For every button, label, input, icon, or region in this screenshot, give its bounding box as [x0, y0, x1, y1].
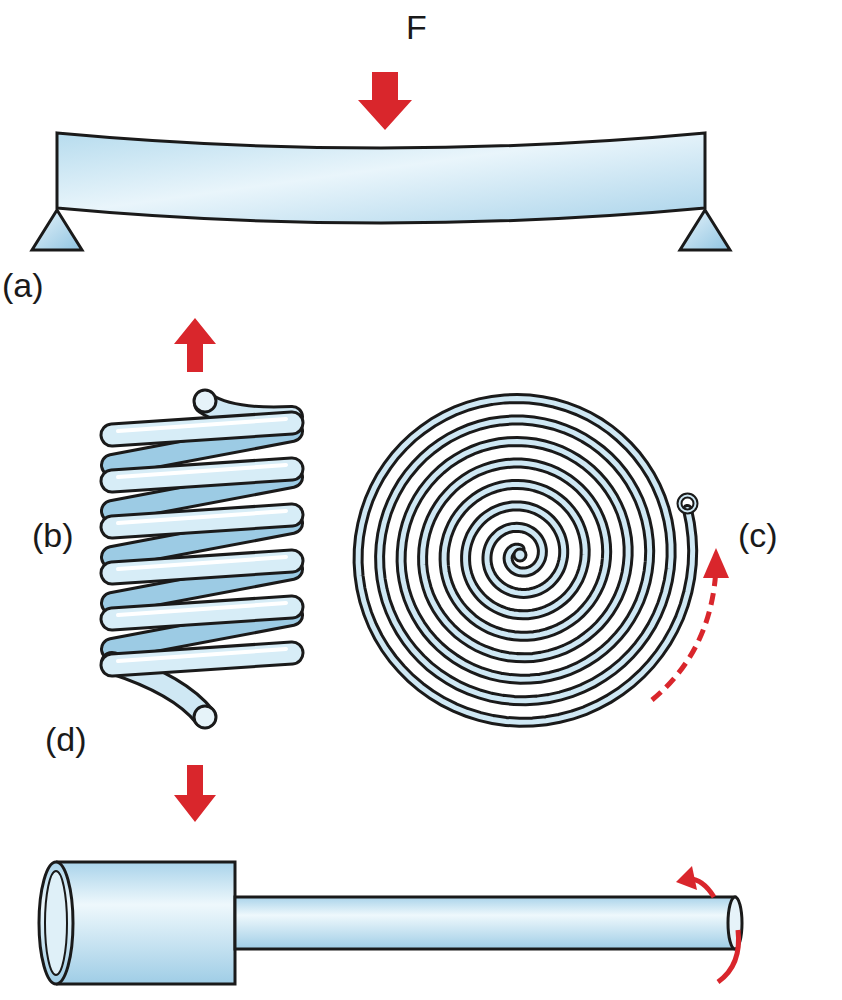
- spiral-hub: [514, 549, 526, 561]
- coil-shine: [118, 419, 286, 431]
- force-label: F: [406, 10, 427, 44]
- coil-shine: [118, 603, 286, 615]
- torsion-bar: [39, 862, 742, 984]
- spiral-spring: [358, 399, 695, 723]
- coil-shine: [118, 649, 286, 661]
- wire-end: [194, 390, 216, 412]
- helical-spring: [112, 390, 292, 728]
- spiral-end-loop: [680, 496, 696, 512]
- coil-shine: [118, 511, 286, 523]
- spiral-end-loop: [680, 496, 696, 512]
- part-label: (c): [738, 518, 778, 552]
- part-label: (a): [2, 268, 44, 302]
- part-label: (d): [45, 722, 87, 756]
- spiral-wire: [358, 399, 693, 723]
- wire-end: [194, 706, 216, 728]
- part-label: (b): [32, 518, 74, 552]
- beam: [32, 72, 730, 250]
- rotation-arrow: [652, 568, 716, 700]
- force-arrows: [174, 318, 216, 822]
- spiral-wire: [358, 399, 693, 723]
- coil-shine: [118, 557, 286, 569]
- coil-shine: [118, 465, 286, 477]
- rotation-arrowhead: [703, 548, 729, 578]
